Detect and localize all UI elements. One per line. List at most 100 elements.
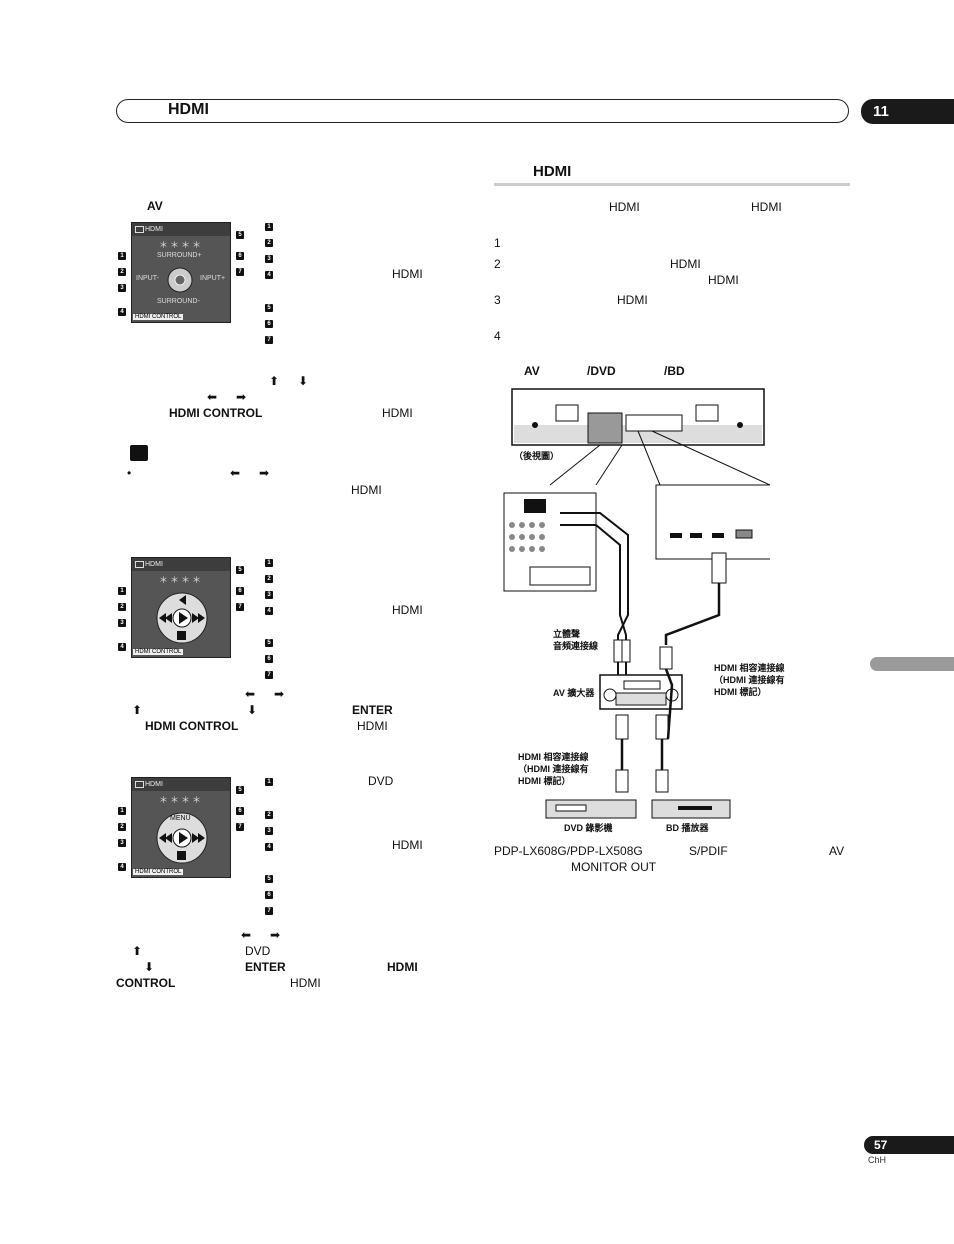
list-num-4: 4 xyxy=(265,271,273,279)
list-text: HDMI xyxy=(392,603,423,617)
callout-1: 1 xyxy=(118,252,126,260)
osd-stars: ＊＊＊＊ xyxy=(158,575,203,585)
note-right-arrow: ➡ xyxy=(259,466,270,480)
list-num-2: 2 xyxy=(265,575,273,583)
osd-footer: HDMI CONTROL xyxy=(133,869,184,875)
chapter-tab: 11 xyxy=(861,99,954,124)
callout-7: 7 xyxy=(236,603,244,611)
osd-footer: HDMI CONTROL xyxy=(133,314,184,320)
down-arrow: ⬇ xyxy=(298,374,309,388)
callout-6: 6 xyxy=(236,807,244,815)
hdmi-cable-label-3: HDMI 標記） xyxy=(714,687,767,697)
hdmi-control-text: HDMI CONTROL xyxy=(145,719,239,733)
up-arrow: ⬆ xyxy=(132,944,143,958)
list-num-7: 7 xyxy=(265,336,273,344)
monitor-out-text: MONITOR OUT xyxy=(571,860,657,874)
right-arrow: ➡ xyxy=(236,390,247,404)
step-1: 1 xyxy=(494,236,501,250)
callout-4: 4 xyxy=(118,308,126,316)
bd-player-label: BD 播放器 xyxy=(666,823,709,833)
hdmi-text: HDMI xyxy=(382,406,413,420)
up-arrow: ⬆ xyxy=(269,374,280,388)
callout-5: 5 xyxy=(236,231,244,239)
intro-hdmi-1: HDMI xyxy=(609,200,640,214)
page-number: 57 xyxy=(864,1136,954,1154)
spdif-text: S/PDIF xyxy=(689,844,728,858)
step-2: 2 xyxy=(494,257,501,271)
list-text: HDMI xyxy=(392,267,423,281)
diagram-heading-dvd: /DVD xyxy=(587,364,616,378)
header-bar xyxy=(116,99,849,123)
step2-hdmi-1: HDMI xyxy=(670,257,701,271)
rear-view-label: （後視圖） xyxy=(514,451,560,461)
list-num-3: 3 xyxy=(265,827,273,835)
hdmi-cable-left-label-2: （HDMI 連接線有 xyxy=(518,764,589,774)
control-text: CONTROL xyxy=(116,976,176,990)
intro-hdmi-2: HDMI xyxy=(751,200,782,214)
osd-title: HDMI xyxy=(132,223,230,236)
callout-4: 4 xyxy=(118,863,126,871)
list-num-6: 6 xyxy=(265,320,273,328)
list-text-dvd: DVD xyxy=(368,774,394,788)
callout-2: 2 xyxy=(118,603,126,611)
callout-5: 5 xyxy=(236,566,244,574)
av-text: AV xyxy=(829,844,845,858)
page-title: HDMI xyxy=(168,101,209,118)
callout-2: 2 xyxy=(118,823,126,831)
list-num-3: 3 xyxy=(265,591,273,599)
callout-5: 5 xyxy=(236,786,244,794)
callout-6: 6 xyxy=(236,587,244,595)
hdmi-control-text: HDMI CONTROL xyxy=(169,406,263,420)
hdmi-cable-left-label-3: HDMI 標記） xyxy=(518,776,571,786)
playback-pad-icon xyxy=(156,592,208,644)
left-arrow: ⬅ xyxy=(207,390,218,404)
osd-stars: ＊＊＊＊ xyxy=(158,240,203,250)
list-num-1: 1 xyxy=(265,223,273,231)
callout-3: 3 xyxy=(118,284,126,292)
surround-minus-label: SURROUND- xyxy=(157,298,200,305)
step3-hdmi: HDMI xyxy=(617,293,648,307)
hdmi-text: HDMI xyxy=(290,976,321,990)
callout-2: 2 xyxy=(118,268,126,276)
av-amp-label: AV 擴大器 xyxy=(553,688,595,698)
stereo-cable-label-2: 音頻連接線 xyxy=(553,641,599,651)
left-arrow: ⬅ xyxy=(245,687,256,701)
dpad-icon xyxy=(167,267,193,293)
list-num-5: 5 xyxy=(265,875,273,883)
list-num-1: 1 xyxy=(265,778,273,786)
right-arrow: ➡ xyxy=(274,687,285,701)
hdmi-cable-left-label-1: HDMI 相容連接線 xyxy=(518,752,589,762)
list-num-6: 6 xyxy=(265,891,273,899)
up-arrow: ⬆ xyxy=(132,703,143,717)
callout-3: 3 xyxy=(118,619,126,627)
hdmi-cable-label-1: HDMI 相容連接線 xyxy=(714,663,785,673)
section-rule xyxy=(494,183,850,186)
callout-7: 7 xyxy=(236,268,244,276)
callout-1: 1 xyxy=(118,587,126,595)
section-title: HDMI xyxy=(533,163,572,180)
list-num-7: 7 xyxy=(265,907,273,915)
list-num-2: 2 xyxy=(265,239,273,247)
step-4: 4 xyxy=(494,329,501,343)
list-num-4: 4 xyxy=(265,607,273,615)
osd-title: HDMI xyxy=(132,558,230,571)
input-plus-label: INPUT+ xyxy=(200,275,226,282)
side-index-tab xyxy=(870,657,954,671)
osd-stars: ＊＊＊＊ xyxy=(158,795,203,805)
av-heading: AV xyxy=(147,199,163,213)
diagram-heading-bd: /BD xyxy=(664,364,685,378)
callout-6: 6 xyxy=(236,252,244,260)
dvd-text: DVD xyxy=(245,944,271,958)
page-language: ChH xyxy=(868,1155,887,1165)
hdmi-text: HDMI xyxy=(357,719,388,733)
hdmi-cable-label-2: （HDMI 連接線有 xyxy=(714,675,785,685)
dvd-recorder-label: DVD 錄影機 xyxy=(564,823,613,833)
osd-title: HDMI xyxy=(132,778,230,791)
enter-text: ENTER xyxy=(352,703,393,717)
surround-plus-label: SURROUND+ xyxy=(157,252,202,259)
osd-footer: HDMI CONTROL xyxy=(133,649,184,655)
list-num-1: 1 xyxy=(265,559,273,567)
list-num-5: 5 xyxy=(265,639,273,647)
note-hdmi: HDMI xyxy=(351,483,382,497)
list-num-6: 6 xyxy=(265,655,273,663)
